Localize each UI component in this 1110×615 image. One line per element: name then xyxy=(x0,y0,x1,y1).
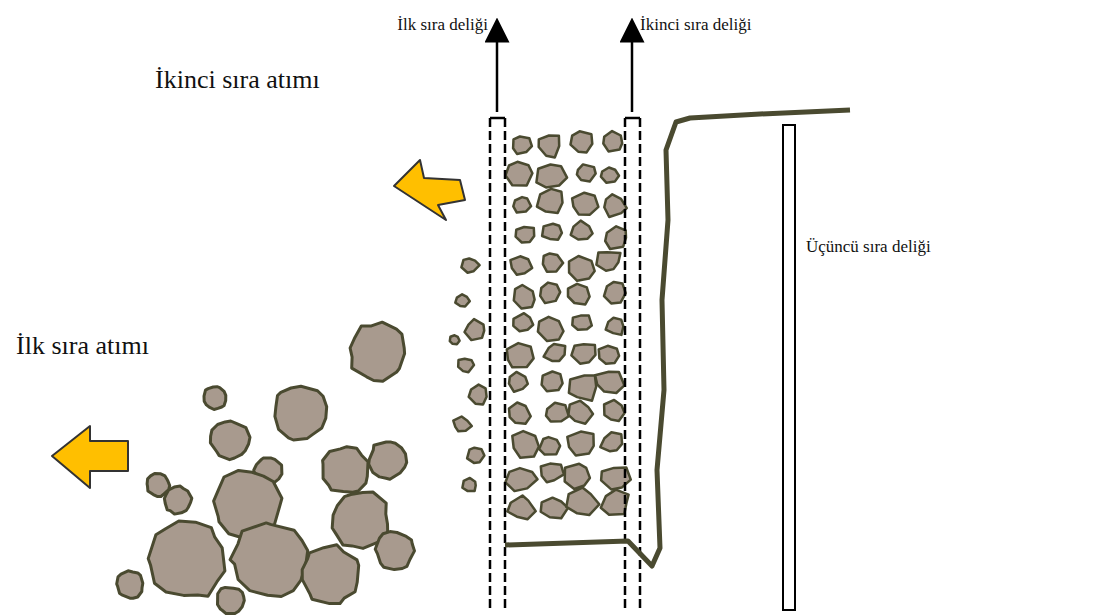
rock xyxy=(544,344,566,361)
rock xyxy=(465,319,485,340)
rock xyxy=(572,316,592,330)
rock xyxy=(537,189,563,213)
rock xyxy=(455,294,470,306)
rock xyxy=(543,253,563,271)
rock xyxy=(323,447,368,493)
rock xyxy=(536,165,567,188)
hole-label: İkinci sıra deliği xyxy=(640,16,751,35)
rock xyxy=(458,359,474,373)
rock xyxy=(275,386,327,440)
rock xyxy=(507,343,534,367)
rock xyxy=(450,335,460,344)
rock xyxy=(604,194,627,217)
first-row-hole xyxy=(490,30,505,612)
rock xyxy=(571,131,593,152)
rock xyxy=(506,162,533,186)
rock xyxy=(513,197,531,213)
rock xyxy=(509,403,531,424)
rock xyxy=(462,478,475,491)
rock xyxy=(541,464,564,483)
rock xyxy=(210,421,250,460)
rock xyxy=(539,437,560,455)
rock xyxy=(512,431,539,458)
rock xyxy=(569,256,595,281)
rock xyxy=(572,193,598,215)
rock xyxy=(566,488,599,516)
rock xyxy=(595,372,624,393)
rock xyxy=(513,137,532,154)
rock xyxy=(571,344,595,363)
throw-label: İkinci sıra atımı xyxy=(155,66,320,95)
rock xyxy=(453,417,472,432)
rock xyxy=(509,372,528,392)
bench-face xyxy=(505,110,850,566)
rock xyxy=(539,136,560,158)
rock xyxy=(605,226,626,249)
rock xyxy=(604,282,626,304)
rock xyxy=(569,376,596,401)
rock xyxy=(117,571,143,599)
rock xyxy=(599,346,619,364)
rock xyxy=(461,259,479,273)
hole-label: İlk sıra deliği xyxy=(397,16,488,35)
rock xyxy=(542,224,562,240)
rock xyxy=(302,545,359,604)
rock xyxy=(516,227,535,243)
rock xyxy=(375,532,414,570)
rock xyxy=(565,464,590,489)
rock xyxy=(514,285,535,309)
rock xyxy=(568,284,590,305)
rock xyxy=(147,474,170,497)
rock xyxy=(542,372,563,392)
rock xyxy=(604,400,625,421)
second-row-hole xyxy=(625,30,640,612)
throw-label: İlk sıra atımı xyxy=(16,332,149,361)
rock xyxy=(571,221,593,240)
rock xyxy=(350,322,405,381)
rock xyxy=(467,448,484,463)
rock xyxy=(596,252,620,270)
rock xyxy=(603,131,622,151)
rock xyxy=(568,401,593,424)
rock xyxy=(541,498,568,519)
rock xyxy=(510,256,532,274)
second-row-throw-arrow xyxy=(394,160,465,220)
rock xyxy=(567,432,593,456)
rock xyxy=(606,318,624,335)
rock xyxy=(601,168,619,183)
rock xyxy=(546,403,569,422)
rock xyxy=(469,385,487,405)
rock xyxy=(230,523,308,597)
rock xyxy=(369,442,407,479)
rock xyxy=(601,468,631,490)
rock xyxy=(538,317,564,341)
first-row-throw-arrow xyxy=(52,426,128,488)
rock xyxy=(513,313,533,331)
rock xyxy=(507,496,535,520)
rock xyxy=(505,468,537,491)
rock xyxy=(540,283,560,304)
rock xyxy=(148,521,225,596)
rock xyxy=(218,587,245,613)
rock xyxy=(204,387,226,410)
third-row-hole xyxy=(783,125,795,610)
rock xyxy=(577,164,596,181)
rock xyxy=(600,432,622,451)
hole-label: Üçüncü sıra deliği xyxy=(806,238,931,257)
